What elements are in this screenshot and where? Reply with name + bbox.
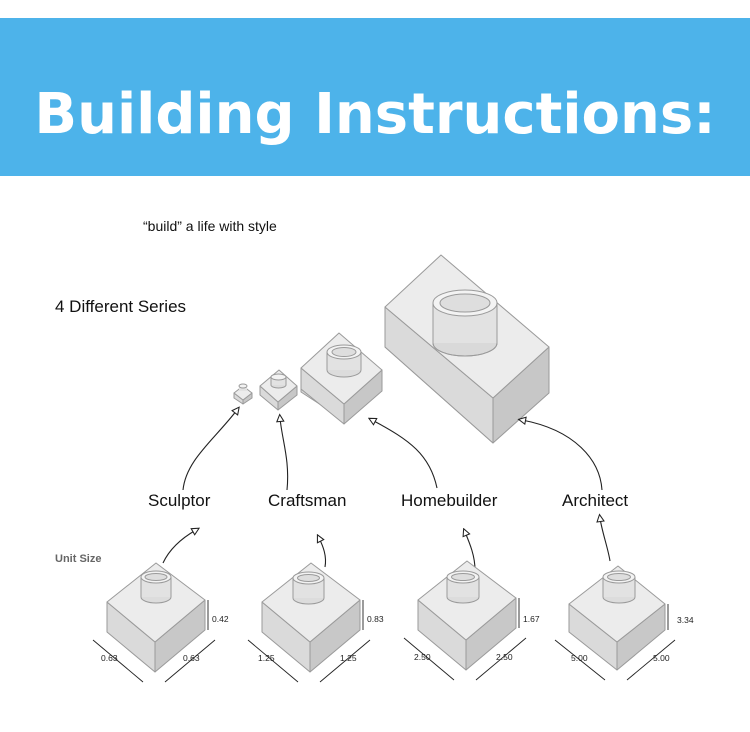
series-label-craftsman: Craftsman bbox=[268, 491, 347, 510]
dimension-lines bbox=[92, 598, 676, 683]
brick-craftsman-small bbox=[259, 369, 298, 411]
tagline: “build” a life with style bbox=[143, 218, 277, 234]
dim-depth-craftsman: 1.25 bbox=[340, 653, 357, 663]
page-title: Building Instructions: bbox=[34, 82, 716, 147]
dim-height-architect: 3.34 bbox=[677, 615, 694, 625]
dim-depth-architect: 5.00 bbox=[653, 653, 670, 663]
title-banner: Building Instructions: bbox=[0, 18, 750, 176]
brick-unit-craftsman bbox=[261, 562, 361, 673]
dim-depth-sculptor: 0.63 bbox=[183, 653, 200, 663]
dim-width-craftsman: 1.25 bbox=[258, 653, 275, 663]
dim-height-craftsman: 0.83 bbox=[367, 614, 384, 624]
series-label-architect: Architect bbox=[562, 491, 629, 510]
series-label-homebuilder: Homebuilder bbox=[401, 491, 498, 510]
brick-architect-large bbox=[384, 254, 550, 444]
dim-height-sculptor: 0.42 bbox=[212, 614, 229, 624]
brick-homebuilder-medium bbox=[300, 332, 383, 425]
series-heading: 4 Different Series bbox=[55, 297, 187, 316]
dim-depth-homebuilder: 2.50 bbox=[496, 652, 513, 662]
dim-width-architect: 5.00 bbox=[571, 653, 588, 663]
brick-unit-homebuilder bbox=[417, 560, 517, 671]
brick-unit-architect bbox=[568, 565, 666, 671]
pointer-lines bbox=[162, 410, 611, 571]
dim-height-homebuilder: 1.67 bbox=[523, 614, 540, 624]
unit-size-label: Unit Size bbox=[55, 553, 102, 565]
series-label-sculptor: Sculptor bbox=[148, 491, 211, 510]
brick-sculptor-tiny bbox=[233, 383, 253, 405]
dim-width-sculptor: 0.63 bbox=[101, 653, 118, 663]
brick-unit-sculptor bbox=[106, 562, 206, 673]
dim-width-homebuilder: 2.50 bbox=[414, 652, 431, 662]
